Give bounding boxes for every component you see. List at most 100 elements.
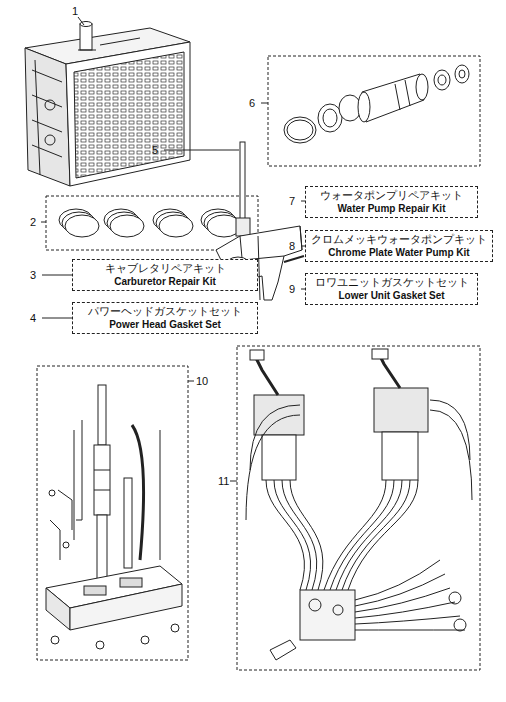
callout-number: 8: [289, 240, 295, 252]
drawing-stroke: [237, 346, 480, 670]
drawing-stroke: [380, 356, 400, 388]
drawing-stroke: [246, 400, 472, 630]
drawing-stroke: [74, 420, 82, 540]
drawing-stroke: [246, 415, 300, 520]
kit-label-box: パワーヘッドガスケットセットPower Head Gasket Set: [72, 302, 258, 334]
drawing-stroke: [261, 103, 268, 104]
kit-name-japanese: キャブレタリペアキット: [105, 262, 226, 275]
power-head: [25, 17, 190, 186]
drawing-stroke: [355, 588, 450, 612]
drawing-stroke: [188, 381, 194, 382]
drawing-stroke: [348, 480, 418, 590]
callout-number: 2: [30, 216, 36, 228]
drawing-stroke: [449, 592, 461, 604]
drawing-stroke: [49, 490, 55, 496]
drawing-stroke: [430, 400, 470, 460]
callout-number: 1: [72, 5, 78, 17]
kit-label-box: ロワユニットガスケットセットLower Unit Gasket Set: [305, 273, 478, 305]
drawing-stroke: [358, 92, 370, 122]
callout-number: 7: [289, 195, 295, 207]
drawing-stroke: [323, 109, 337, 127]
drawing-stroke: [318, 104, 342, 132]
drawing-stroke: [94, 470, 110, 490]
drawing-stroke: [42, 318, 72, 319]
drawing-stroke: [258, 236, 260, 300]
drawing-stroke: [236, 218, 250, 236]
drawing-stroke: [70, 584, 182, 630]
kit-label-box: クロムメッキウォータポンプキットChrome Plate Water Pump …: [305, 230, 493, 262]
drawing-stroke: [94, 445, 110, 515]
drawing-stroke: [63, 542, 69, 548]
drawing-stroke: [395, 80, 410, 110]
drawing-stroke: [80, 24, 92, 50]
drawing-stroke: [284, 117, 316, 143]
drawing-stroke: [250, 350, 264, 360]
drawing-stroke: [355, 560, 440, 600]
drawing-stroke: [270, 640, 296, 660]
kit-label-box: ウォータポンプリペアキットWater Pump Repair Kit: [305, 186, 478, 218]
kit-name-japanese: クロムメッキウォータポンプキット: [311, 233, 487, 246]
drawing-stroke: [78, 17, 84, 25]
drawing-stroke: [438, 75, 446, 85]
drawing-stroke: [141, 636, 149, 644]
drawing-stroke: [374, 388, 428, 432]
kit-label-box: キャブレタリペアキットCarburetor Repair Kit: [72, 259, 258, 291]
kit-name-japanese: ロワユニットガスケットセット: [315, 276, 469, 289]
drawing-stroke: [46, 588, 70, 630]
drawing-stroke: [268, 56, 480, 166]
drawing-stroke: [330, 480, 394, 590]
drawing-stroke: [256, 358, 278, 395]
drawing-stroke: [284, 256, 304, 262]
piston-rings: [41, 196, 258, 250]
drawing-stroke: [309, 599, 321, 611]
drawing-stroke: [84, 586, 106, 595]
drawing-stroke: [355, 616, 460, 624]
drawing-stroke: [97, 515, 107, 580]
drawing-stroke: [35, 38, 140, 175]
callout-number: 3: [30, 269, 36, 281]
drawing-stroke: [74, 52, 184, 178]
drawing-stroke: [355, 630, 465, 631]
drawing-stroke: [132, 425, 144, 560]
drawing-stroke: [282, 480, 317, 590]
kit-name-english: Carburetor Repair Kit: [114, 275, 216, 288]
remote-control-kit: [230, 346, 480, 670]
drawing-stroke: [416, 74, 428, 100]
drive-shaft-kit: [37, 366, 194, 660]
kit-name-english: Water Pump Repair Kit: [338, 202, 446, 215]
drawing-stroke: [382, 432, 418, 480]
drawing-stroke: [37, 366, 188, 660]
drawing-stroke: [342, 480, 410, 590]
drawing-stroke: [355, 574, 445, 606]
drawing-stroke: [159, 215, 193, 237]
kit-name-english: Chrome Plate Water Pump Kit: [328, 246, 469, 259]
callout-number: 5: [152, 144, 158, 156]
drawing-stroke: [66, 42, 190, 186]
drawing-stroke: [110, 215, 144, 237]
kit-name-japanese: ウォータポンプリペアキット: [320, 189, 463, 202]
callout-number: 11: [218, 475, 229, 487]
drawing-stroke: [434, 70, 450, 90]
drawing-stroke: [160, 430, 161, 560]
drawing-stroke: [41, 222, 46, 223]
kit-name-japanese: パワーヘッドガスケットセット: [88, 305, 242, 318]
drawing-stroke: [51, 636, 59, 644]
drawing-stroke: [430, 410, 472, 500]
drawing-stroke: [290, 480, 323, 590]
drawing-stroke: [300, 590, 355, 640]
drawing-stroke: [250, 405, 300, 470]
drawing-stroke: [42, 275, 72, 276]
drawing-stroke: [455, 65, 469, 83]
callout-number: 9: [289, 283, 295, 295]
callout-number: 6: [249, 97, 255, 109]
drawing-stroke: [372, 349, 388, 359]
drawing-stroke: [98, 385, 106, 445]
drawing-stroke: [65, 215, 99, 237]
water-pump-kit: [261, 56, 480, 166]
drawing-stroke: [454, 619, 466, 631]
drawing-stroke: [362, 74, 424, 122]
drawing-stroke: [45, 100, 55, 110]
drawing-stroke: [262, 435, 296, 480]
drawing-stroke: [164, 150, 239, 151]
